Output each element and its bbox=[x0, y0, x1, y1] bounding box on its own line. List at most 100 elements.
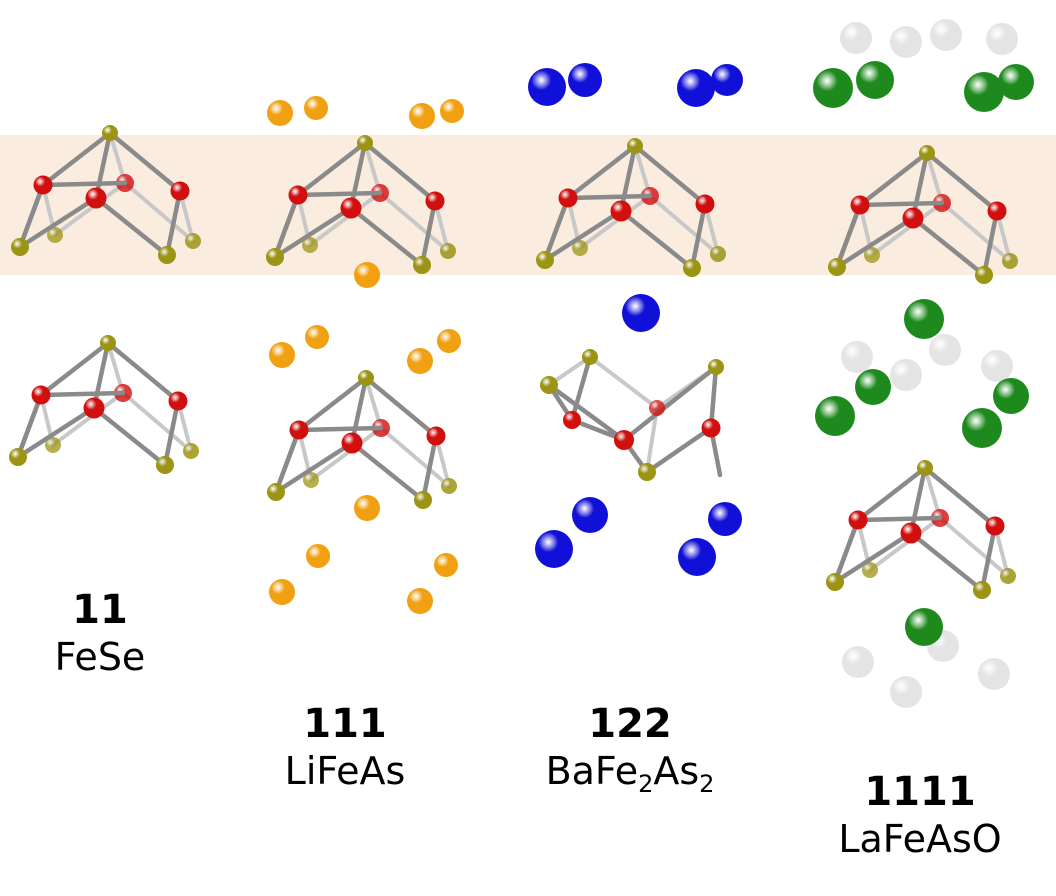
bond bbox=[832, 517, 861, 585]
pnictogen-atom bbox=[975, 266, 993, 284]
bond bbox=[15, 392, 44, 460]
lanthanum-atom bbox=[998, 64, 1034, 100]
iron-atom bbox=[848, 510, 868, 530]
oxygen-atom bbox=[930, 19, 962, 51]
iron-atom bbox=[701, 418, 721, 438]
pnictogen-atom bbox=[973, 581, 991, 599]
lithium-atom bbox=[407, 588, 433, 614]
pnictogen-atom bbox=[683, 259, 701, 277]
oxygen-atom bbox=[981, 350, 1013, 382]
bond bbox=[546, 382, 627, 443]
bond bbox=[910, 215, 987, 278]
barium-atom bbox=[535, 530, 573, 568]
pnictogen-atom bbox=[156, 456, 174, 474]
iron-atom bbox=[85, 187, 107, 209]
label-1111: 1111 LaFeAsO bbox=[810, 772, 1030, 858]
lanthanum-atom bbox=[856, 61, 894, 99]
pnictogen-atom bbox=[1000, 568, 1016, 584]
pnictogen-atom bbox=[862, 562, 878, 578]
pnictogen-atom bbox=[582, 349, 598, 365]
lanthanum-atom bbox=[855, 369, 891, 405]
iron-atom bbox=[563, 411, 581, 429]
pnictogen-atom bbox=[45, 437, 61, 453]
lanthanum-atom bbox=[962, 408, 1002, 448]
bond bbox=[855, 465, 928, 523]
pnictogen-atom bbox=[102, 125, 118, 141]
pnictogen-atom bbox=[11, 238, 29, 256]
lanthanum-atom bbox=[904, 299, 944, 339]
label-111: 111 LiFeAs bbox=[260, 704, 430, 790]
bond bbox=[91, 340, 111, 411]
bond bbox=[17, 182, 46, 250]
bond bbox=[272, 205, 354, 260]
bond bbox=[295, 190, 383, 198]
iron-atom bbox=[170, 181, 190, 201]
bond bbox=[924, 150, 1000, 214]
fe-layer-11-bottom bbox=[9, 335, 199, 474]
bond bbox=[420, 433, 439, 503]
lithium-atom bbox=[304, 96, 328, 120]
bond bbox=[578, 194, 652, 250]
oxygen-atom bbox=[986, 23, 1018, 55]
bond bbox=[648, 194, 720, 256]
bond bbox=[107, 130, 183, 194]
iron-atom bbox=[850, 195, 870, 215]
fe-layer-122-top bbox=[536, 138, 726, 277]
iron-atom bbox=[610, 200, 632, 222]
bond bbox=[588, 355, 659, 410]
bond bbox=[565, 193, 653, 201]
bond bbox=[379, 426, 451, 488]
bond bbox=[53, 181, 127, 237]
oxygen-atom bbox=[890, 26, 922, 58]
fe-layer-111-bottom bbox=[267, 370, 457, 509]
bond bbox=[38, 340, 111, 398]
bond bbox=[618, 208, 695, 271]
fe-layer-1111-bottom bbox=[826, 460, 1016, 599]
pnictogen-atom bbox=[441, 478, 457, 494]
bond bbox=[922, 465, 998, 529]
pnictogen-atom bbox=[358, 370, 374, 386]
barium-atom bbox=[678, 538, 716, 576]
bond bbox=[832, 530, 914, 585]
iron-atom bbox=[985, 516, 1005, 536]
formula-bafe2as2: BaFe2As2 bbox=[545, 749, 715, 798]
oxygen-atom bbox=[890, 676, 922, 708]
pnictogen-atom bbox=[627, 138, 643, 154]
iron-atom bbox=[558, 188, 578, 208]
bond bbox=[123, 181, 195, 243]
bond bbox=[93, 195, 170, 258]
pnictogen-atom bbox=[638, 463, 656, 481]
lanthanum-atom bbox=[993, 378, 1029, 414]
iron-atom bbox=[31, 385, 51, 405]
bond bbox=[618, 143, 638, 214]
iron-atom bbox=[695, 194, 715, 214]
bond bbox=[273, 427, 302, 495]
bond bbox=[644, 425, 714, 475]
bond bbox=[981, 208, 1000, 278]
bond bbox=[857, 150, 930, 208]
pnictogen-atom bbox=[47, 227, 63, 243]
bond bbox=[362, 140, 438, 204]
pnictogen-atom bbox=[826, 573, 844, 591]
formula-fese: FeSe bbox=[54, 635, 146, 679]
bond bbox=[632, 143, 708, 207]
bond bbox=[908, 465, 928, 536]
bond bbox=[162, 398, 181, 468]
bond bbox=[419, 198, 438, 268]
iron-atom bbox=[341, 432, 363, 454]
family-122: 122 bbox=[588, 701, 672, 747]
bond bbox=[542, 195, 571, 263]
iron-atom bbox=[987, 201, 1007, 221]
family-111: 111 bbox=[303, 701, 387, 747]
pnictogen-atom bbox=[267, 483, 285, 501]
lithium-atom bbox=[305, 325, 329, 349]
barium-atom bbox=[677, 69, 715, 107]
oxygen-atom bbox=[929, 334, 961, 366]
bond bbox=[273, 440, 355, 495]
pnictogen-atom bbox=[357, 135, 373, 151]
bond bbox=[870, 201, 944, 257]
iron-atom bbox=[288, 185, 308, 205]
lithium-atom bbox=[267, 100, 293, 126]
pnictogen-atom bbox=[303, 472, 319, 488]
family-11: 11 bbox=[72, 587, 128, 633]
